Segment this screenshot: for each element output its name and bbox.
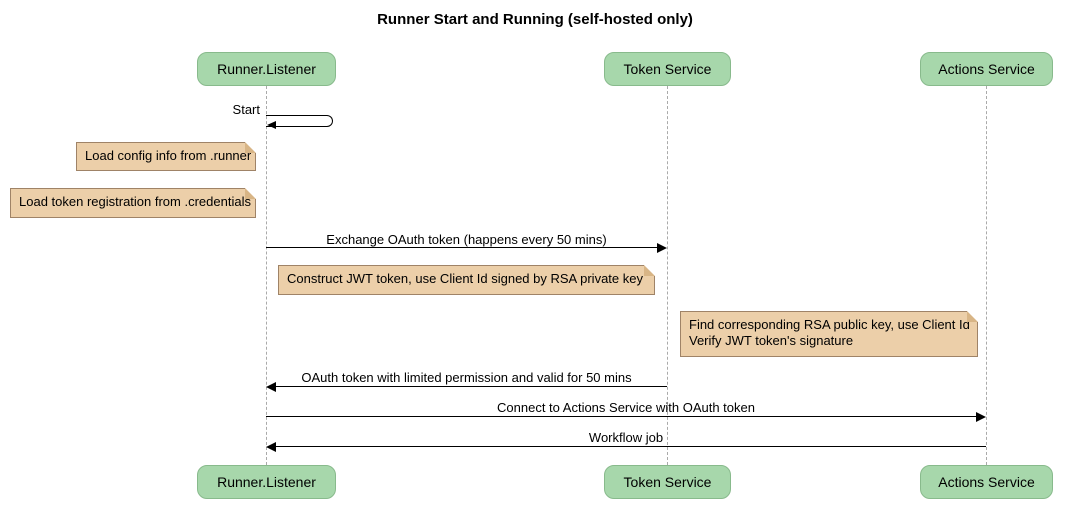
- message-start-label: Start: [232, 102, 260, 117]
- participant-token-service-top: Token Service: [604, 52, 731, 86]
- lifeline-token-service: [667, 86, 668, 465]
- message-oauth-token-return-arrowhead-icon: [266, 382, 276, 392]
- note-load-config: Load config info from .runner: [76, 142, 256, 171]
- message-workflow-job-line: [275, 446, 986, 447]
- lifeline-actions-service: [986, 86, 987, 465]
- message-exchange-oauth-label: Exchange OAuth token (happens every 50 m…: [326, 232, 607, 247]
- participant-runner-listener-top: Runner.Listener: [197, 52, 336, 86]
- message-start-self-arrow: [266, 115, 333, 127]
- message-oauth-token-return-label: OAuth token with limited permission and …: [301, 370, 632, 385]
- message-start-arrowhead-icon: [267, 121, 276, 129]
- diagram-title: Runner Start and Running (self-hosted on…: [377, 11, 693, 28]
- message-workflow-job-label: Workflow job: [588, 430, 664, 445]
- message-connect-actions-arrowhead-icon: [976, 412, 986, 422]
- participant-token-service-bottom: Token Service: [604, 465, 731, 499]
- participant-runner-listener-bottom: Runner.Listener: [197, 465, 336, 499]
- participant-actions-service-top: Actions Service: [920, 52, 1053, 86]
- note-verify-jwt-line1: Find corresponding RSA public key, use C…: [689, 317, 970, 332]
- note-verify-jwt-line2: Verify JWT token's signature: [689, 333, 854, 348]
- message-workflow-job-arrowhead-icon: [266, 442, 276, 452]
- participant-actions-service-bottom: Actions Service: [920, 465, 1053, 499]
- message-exchange-oauth-line: [266, 247, 658, 248]
- note-construct-jwt: Construct JWT token, use Client Id signe…: [278, 265, 655, 295]
- note-load-token-registration: Load token registration from .credential…: [10, 188, 256, 218]
- note-verify-jwt: Find corresponding RSA public key, use C…: [680, 311, 978, 357]
- message-connect-actions-label: Connect to Actions Service with OAuth to…: [497, 400, 755, 415]
- lifeline-runner-listener: [266, 86, 267, 465]
- message-oauth-token-return-line: [275, 386, 667, 387]
- message-exchange-oauth-arrowhead-icon: [657, 243, 667, 253]
- message-connect-actions-line: [266, 416, 977, 417]
